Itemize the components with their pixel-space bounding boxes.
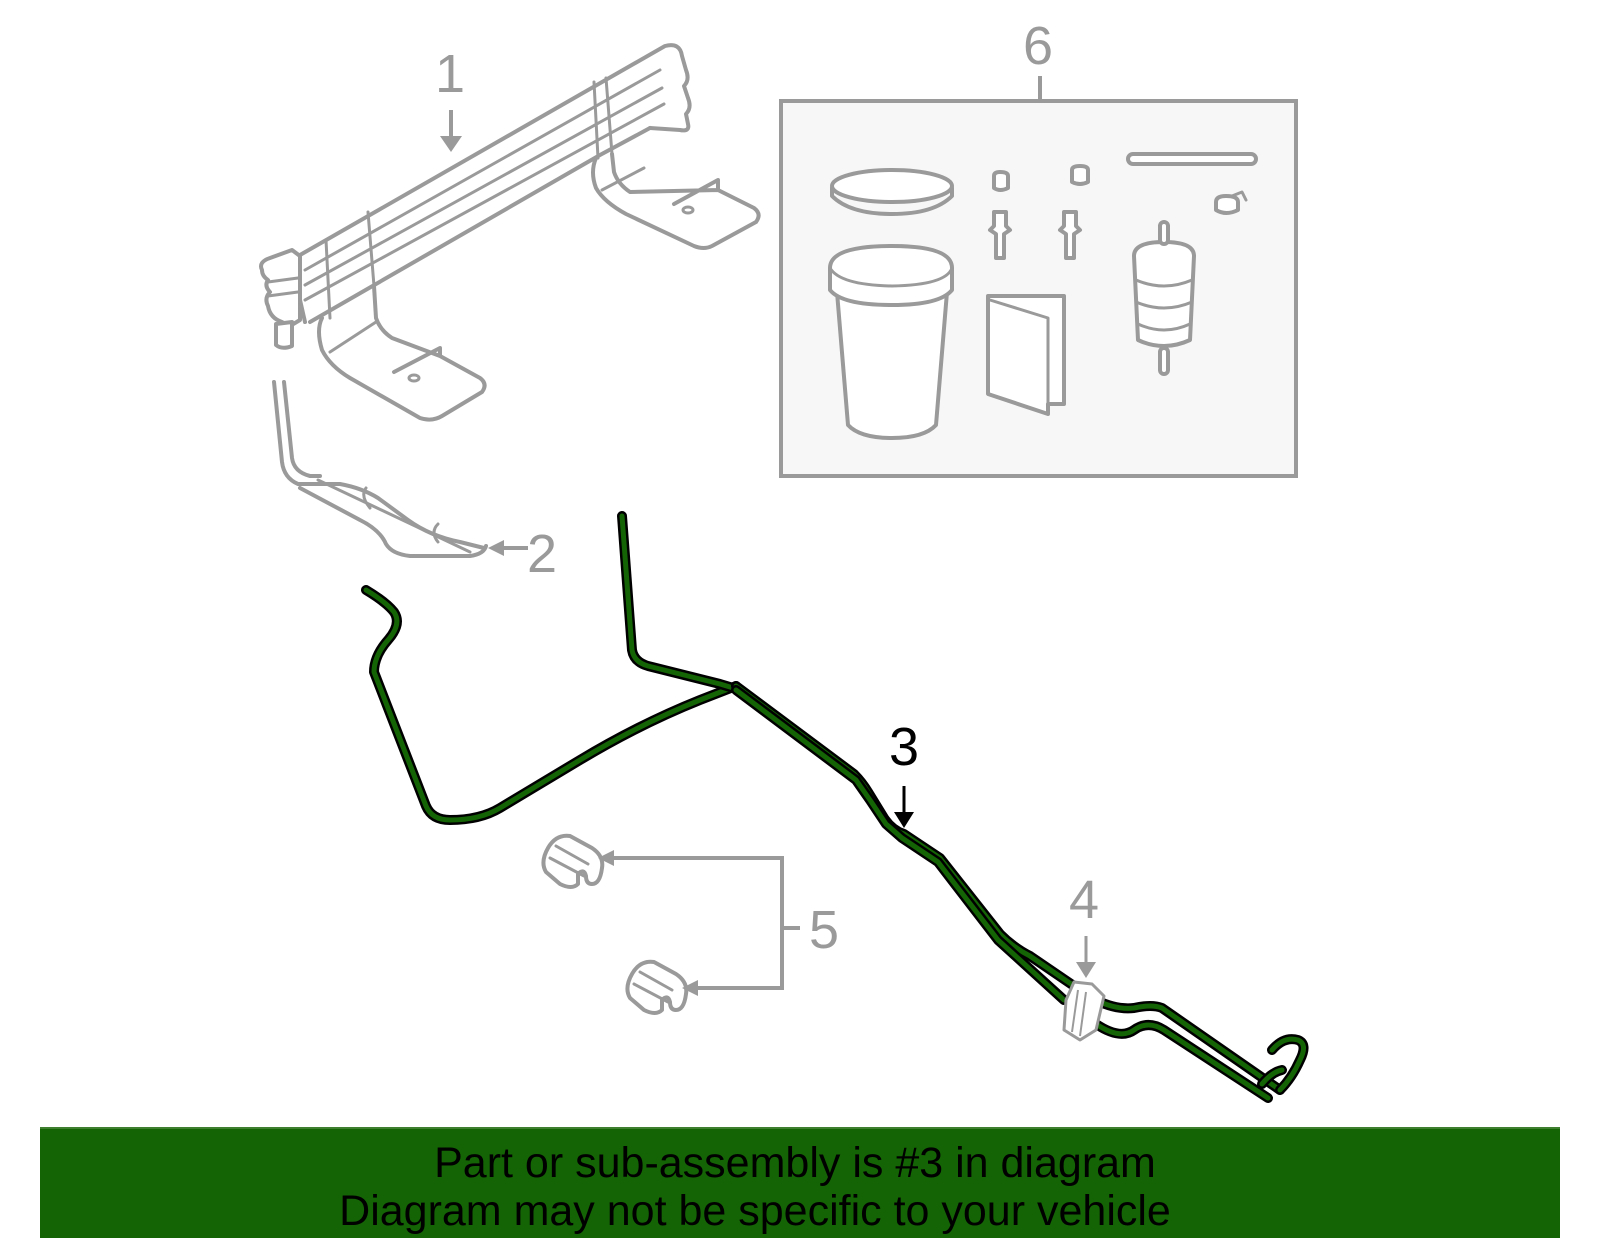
arrow-left-icon [598,850,614,866]
banner-part-notice: Part or sub-assembly is #3 in diagram [434,1139,1156,1187]
callout-3[interactable]: 3 [889,717,919,828]
arrow-down-icon [1076,962,1096,978]
callout-1-label: 1 [435,44,465,104]
cooler-tube-assembly-part[interactable] [361,511,1309,1103]
tube-clip-part[interactable] [1062,980,1106,1042]
callout-6[interactable]: 6 [1023,16,1053,101]
callout-4[interactable]: 4 [1069,870,1099,978]
arrow-left-icon [682,980,698,996]
arrow-down-icon [440,136,462,152]
info-banner: Part or sub-assembly is #3 in diagram Di… [40,1127,1560,1238]
arrow-left-icon [488,540,504,556]
service-kit-part[interactable] [779,99,1298,478]
retainer-clip-upper[interactable] [541,833,605,889]
callout-3-label: 3 [889,717,919,777]
callout-2[interactable]: 2 [488,524,557,584]
cooler-line-part[interactable] [272,380,488,558]
callout-5-label: 5 [809,900,839,960]
retainer-clip-lower[interactable] [625,959,689,1015]
oil-cooler-part[interactable] [259,43,761,422]
callout-4-label: 4 [1069,870,1099,930]
callout-5[interactable]: 5 [598,850,839,996]
callout-2-label: 2 [527,524,557,584]
callout-6-label: 6 [1023,16,1053,76]
callout-1[interactable]: 1 [435,44,465,152]
arrow-down-icon [894,812,914,828]
banner-vehicle-disclaimer: Diagram may not be specific to your vehi… [339,1187,1171,1235]
